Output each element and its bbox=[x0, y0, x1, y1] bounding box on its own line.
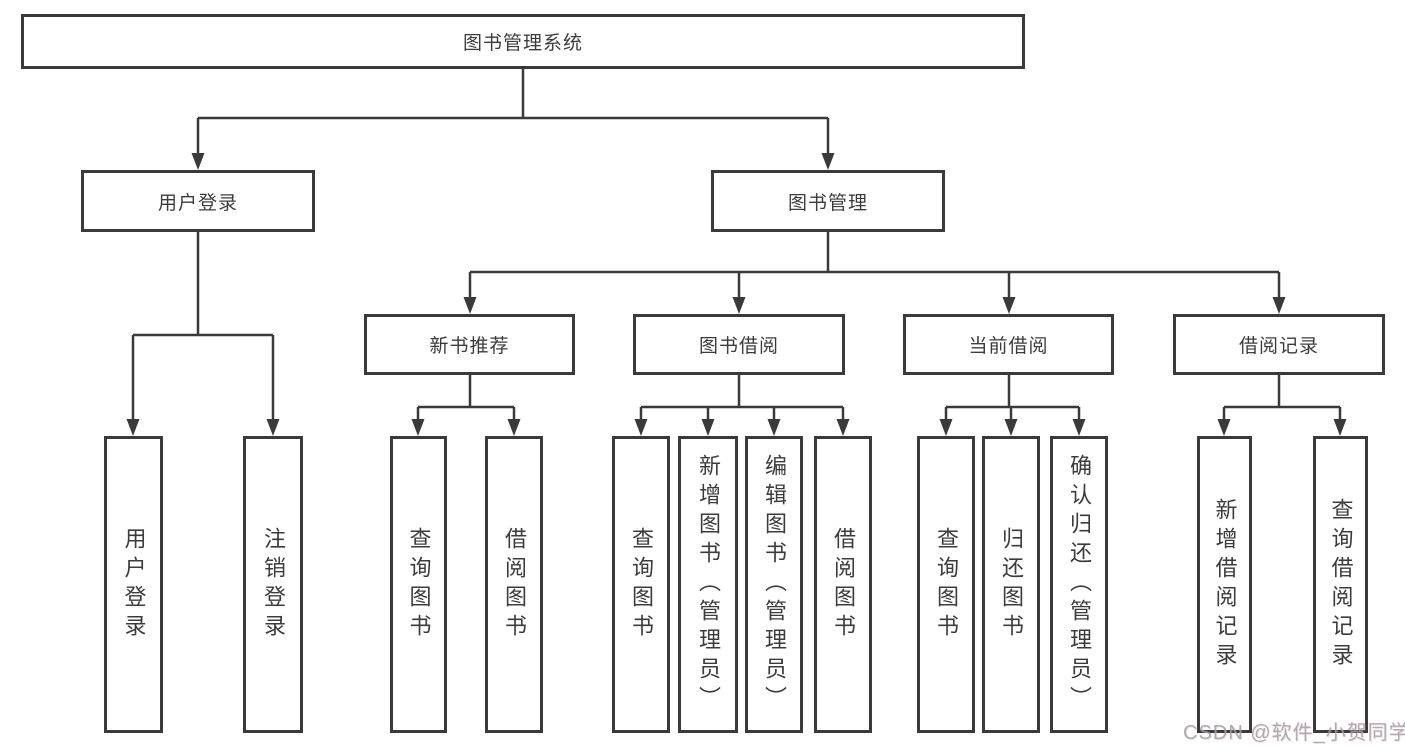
node-user-login-label: 用户登录 bbox=[157, 192, 238, 214]
node-leaf-query-books-1-label: 查询图书 bbox=[406, 526, 432, 643]
node-leaf-borrow-books-2: 借阅图书 bbox=[814, 436, 872, 733]
node-leaf-edit-books-admin: 编辑图书（管理员） bbox=[745, 436, 803, 733]
node-current-borrow: 当前借阅 bbox=[903, 314, 1114, 375]
node-book-management: 图书管理 bbox=[711, 170, 945, 232]
node-book-borrow: 图书借阅 bbox=[633, 314, 845, 375]
node-leaf-query-books-1: 查询图书 bbox=[390, 436, 447, 733]
node-leaf-add-borrow-record-label: 新增借阅记录 bbox=[1212, 497, 1238, 672]
csdn-watermark: CSDN @软件_小贺同学 bbox=[1183, 722, 1405, 744]
node-root-label: 图书管理系统 bbox=[462, 33, 583, 54]
node-leaf-add-books-admin: 新增图书（管理员） bbox=[678, 436, 738, 733]
node-leaf-edit-books-admin-label: 编辑图书（管理员） bbox=[762, 454, 787, 715]
connector-user-login-to-leaves bbox=[131, 232, 275, 421]
node-leaf-query-books-3: 查询图书 bbox=[917, 436, 975, 733]
node-new-book-recommend-label: 新书推荐 bbox=[429, 336, 510, 357]
node-leaf-query-books-2: 查询图书 bbox=[612, 436, 670, 733]
node-leaf-add-borrow-record: 新增借阅记录 bbox=[1197, 436, 1252, 733]
connector-book-management-to-level3 bbox=[468, 232, 1281, 299]
node-leaf-logout-label: 注销登录 bbox=[261, 526, 286, 643]
node-leaf-query-borrow-record-label: 查询借阅记录 bbox=[1328, 497, 1354, 672]
node-leaf-return-books: 归还图书 bbox=[982, 436, 1040, 733]
node-user-login: 用户登录 bbox=[81, 170, 315, 232]
node-borrow-records-label: 借阅记录 bbox=[1238, 336, 1319, 357]
node-book-management-label: 图书管理 bbox=[787, 192, 868, 214]
node-leaf-query-books-2-label: 查询图书 bbox=[629, 526, 654, 643]
arrowheads bbox=[126, 153, 1347, 436]
node-leaf-add-books-admin-label: 新增图书（管理员） bbox=[696, 454, 721, 715]
node-leaf-user-login: 用户登录 bbox=[104, 436, 163, 733]
node-leaf-confirm-return-admin-label: 确认归还（管理员） bbox=[1067, 454, 1092, 715]
node-leaf-query-borrow-record: 查询借阅记录 bbox=[1313, 436, 1368, 733]
node-leaf-query-books-3-label: 查询图书 bbox=[934, 526, 959, 643]
node-borrow-records: 借阅记录 bbox=[1173, 314, 1385, 375]
node-leaf-borrow-books-2-label: 借阅图书 bbox=[831, 526, 856, 643]
node-leaf-user-login-label: 用户登录 bbox=[121, 526, 147, 643]
connector-new-book-recommend-to-leaves bbox=[416, 375, 516, 421]
node-leaf-confirm-return-admin: 确认归还（管理员） bbox=[1050, 436, 1108, 733]
node-root: 图书管理系统 bbox=[21, 14, 1025, 69]
node-leaf-borrow-books-1-label: 借阅图书 bbox=[502, 526, 527, 643]
node-leaf-return-books-label: 归还图书 bbox=[999, 526, 1024, 643]
connector-book-borrow-to-leaves bbox=[639, 375, 845, 421]
node-current-borrow-label: 当前借阅 bbox=[968, 336, 1049, 357]
node-leaf-borrow-books-1: 借阅图书 bbox=[485, 436, 543, 733]
connector-borrow-records-to-leaves bbox=[1222, 375, 1342, 421]
node-leaf-logout: 注销登录 bbox=[243, 436, 303, 733]
connector-current-borrow-to-leaves bbox=[944, 375, 1081, 421]
connector-root-to-level2 bbox=[196, 69, 830, 156]
node-book-borrow-label: 图书借阅 bbox=[698, 336, 779, 357]
node-new-book-recommend: 新书推荐 bbox=[364, 314, 575, 375]
